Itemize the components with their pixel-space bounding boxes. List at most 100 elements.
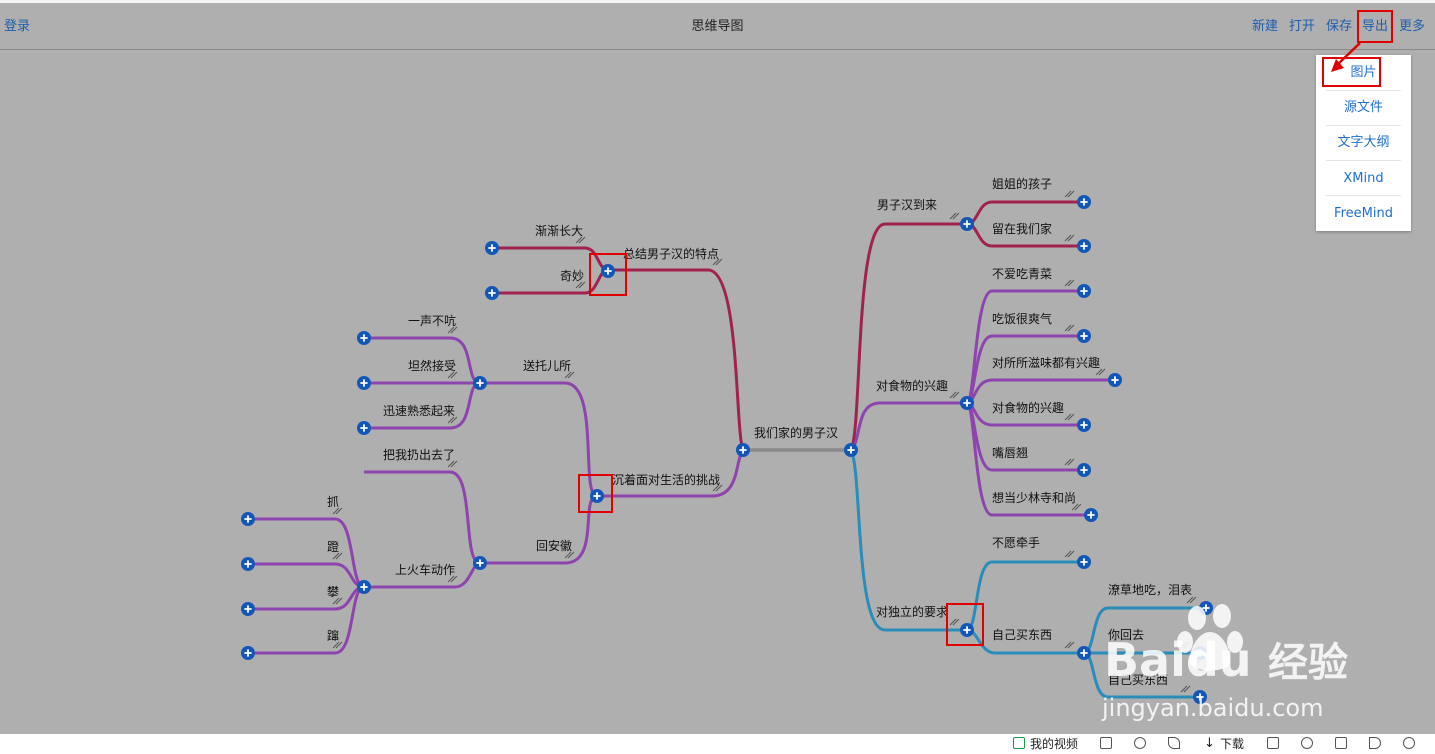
node-lips[interactable]: 嘴唇翘 bbox=[992, 446, 1028, 460]
menu-divider bbox=[1326, 125, 1401, 126]
node-thrown[interactable]: 把我扔出去了 bbox=[383, 448, 455, 462]
app-title: 思维导图 bbox=[691, 19, 744, 34]
export-dropdown: 图片 源文件 文字大纲 XMind FreeMind bbox=[1316, 55, 1411, 231]
expand-plus-icon bbox=[472, 375, 488, 391]
print-icon[interactable] bbox=[1267, 737, 1279, 749]
node-you-go[interactable]: 你回去 bbox=[1108, 628, 1144, 642]
expand-plus-icon bbox=[959, 216, 975, 232]
node-food-interest[interactable]: 对食物的兴趣 bbox=[992, 400, 1064, 415]
expand-plus-icon bbox=[472, 555, 488, 571]
export-freemind-item[interactable]: FreeMind bbox=[1334, 206, 1393, 221]
export-xmind-item[interactable]: XMind bbox=[1343, 171, 1384, 186]
expand-plus-icon bbox=[240, 556, 256, 572]
node-pedal[interactable]: 蹬 bbox=[327, 540, 339, 554]
expand-plus-icon bbox=[1083, 507, 1099, 523]
purple-links-right bbox=[849, 289, 1115, 517]
node-arrive[interactable]: 男子汉到来 bbox=[877, 198, 937, 212]
node-no-hand[interactable]: 不愿牵手 bbox=[992, 536, 1040, 550]
more-button[interactable]: 更多 bbox=[1399, 19, 1426, 34]
volume-icon[interactable] bbox=[1369, 737, 1381, 749]
node-challenge[interactable]: 沉着面对生活的挑战 bbox=[612, 472, 720, 487]
expand-plus-icon bbox=[484, 285, 500, 301]
node-train[interactable]: 上火车动作 bbox=[395, 562, 455, 577]
bottom-toolbar: 我的视频 ↓ 下载 bbox=[0, 734, 1435, 754]
node-amazing[interactable]: 奇妙 bbox=[560, 269, 584, 283]
expand-plus-icon bbox=[240, 645, 256, 661]
node-grow[interactable]: 渐渐长大 bbox=[535, 224, 583, 238]
node-indep[interactable]: 对独立的要求 bbox=[876, 604, 948, 619]
video-play-icon[interactable] bbox=[1013, 737, 1025, 749]
node-climb[interactable]: 攀 bbox=[327, 585, 339, 599]
export-highlight-box bbox=[1357, 10, 1393, 43]
node-all-taste[interactable]: 对所所滋味都有兴趣 bbox=[992, 355, 1100, 370]
node-summary[interactable]: 总结男子汉的特点 bbox=[623, 246, 719, 261]
node-sister[interactable]: 姐姐的孩子 bbox=[992, 176, 1052, 191]
new-button[interactable]: 新建 bbox=[1252, 19, 1279, 34]
highlight-box-summary bbox=[589, 253, 627, 296]
expand-plus-icon bbox=[735, 442, 751, 458]
mindmap-canvas[interactable]: 我们家的男子汉 总结男子汉的特点 渐渐长大 奇妙 沉着面对生活的挑战 送托儿所 … bbox=[0, 50, 1435, 734]
node-hearty[interactable]: 吃饭很爽气 bbox=[992, 311, 1052, 326]
watermark-url: jingyan.baidu.com bbox=[1101, 694, 1323, 722]
menu-divider bbox=[1326, 160, 1401, 161]
highlight-box-challenge bbox=[578, 474, 613, 513]
expand-plus-icon bbox=[843, 442, 859, 458]
expand-plus-icon bbox=[1076, 554, 1092, 570]
expand-plus-icon bbox=[356, 579, 372, 595]
speed-icon[interactable] bbox=[1134, 737, 1146, 749]
expand-plus-icon bbox=[1076, 194, 1092, 210]
baidu-watermark: Baidu 经验 jingyan.baidu.com bbox=[1101, 604, 1348, 722]
expand-plus-icon bbox=[484, 240, 500, 256]
expand-plus-icon bbox=[1076, 328, 1092, 344]
node-veg[interactable]: 不爱吃青菜 bbox=[992, 267, 1052, 281]
export-image-item[interactable]: 图片 bbox=[1350, 65, 1377, 80]
image-icon[interactable] bbox=[1100, 737, 1112, 749]
menu-divider bbox=[1326, 90, 1401, 91]
node-self-buy[interactable]: 自己买东西 bbox=[1108, 673, 1168, 687]
highlight-box-indep bbox=[946, 603, 984, 646]
watermark-cn: 经验 bbox=[1268, 640, 1348, 686]
expand-plus-icon bbox=[1076, 462, 1092, 478]
node-shaolin[interactable]: 想当少林寺和尚 bbox=[992, 490, 1076, 505]
expand-plus-icon bbox=[356, 375, 372, 391]
label-hatches bbox=[332, 190, 1197, 693]
node-silent[interactable]: 一声不吭 bbox=[408, 313, 456, 328]
my-video-link[interactable]: 我的视频 bbox=[1030, 737, 1079, 751]
node-daycare[interactable]: 送托儿所 bbox=[523, 358, 571, 373]
open-button[interactable]: 打开 bbox=[1289, 19, 1316, 34]
node-accept[interactable]: 坦然接受 bbox=[408, 358, 456, 373]
search-icon[interactable] bbox=[1403, 737, 1415, 749]
node-grab[interactable]: 抓 bbox=[327, 495, 339, 509]
node-back[interactable]: 回安徽 bbox=[536, 538, 572, 553]
expand-plus-icon bbox=[959, 395, 975, 411]
node-scribble[interactable]: 潦草地吃，泪表 bbox=[1108, 582, 1192, 597]
node-familiar[interactable]: 迅速熟悉起来 bbox=[383, 403, 455, 418]
rocket-icon[interactable] bbox=[1168, 737, 1180, 749]
export-outline-item[interactable]: 文字大纲 bbox=[1337, 135, 1390, 150]
expand-plus-icon bbox=[356, 330, 372, 346]
save-button[interactable]: 保存 bbox=[1326, 19, 1353, 34]
node-twist[interactable]: 蹿 bbox=[327, 629, 339, 643]
image-item-highlight-box bbox=[1322, 57, 1381, 87]
expand-plus-icon bbox=[356, 420, 372, 436]
expand-plus-icon bbox=[240, 511, 256, 527]
expand-plus-icon bbox=[1076, 283, 1092, 299]
mindmap-svg: 我们家的男子汉 总结男子汉的特点 渐渐长大 奇妙 沉着面对生活的挑战 送托儿所 … bbox=[240, 176, 1214, 705]
download-link[interactable]: 下载 bbox=[1220, 737, 1245, 751]
window-icon[interactable] bbox=[1335, 737, 1347, 749]
root-node-label[interactable]: 我们家的男子汉 bbox=[754, 425, 838, 440]
browser-icon[interactable] bbox=[1301, 737, 1313, 749]
login-link[interactable]: 登录 bbox=[4, 19, 31, 34]
top-toolbar: 登录 思维导图 新建 打开 保存 导出 更多 bbox=[0, 0, 1435, 50]
download-arrow-icon[interactable]: ↓ bbox=[1204, 736, 1215, 751]
top-border bbox=[0, 0, 1435, 3]
expand-plus-icon bbox=[240, 601, 256, 617]
menu-divider bbox=[1326, 195, 1401, 196]
node-stay[interactable]: 留在我们家 bbox=[992, 221, 1052, 236]
node-buy[interactable]: 自己买东西 bbox=[992, 628, 1052, 642]
expand-plus-icon bbox=[1107, 372, 1123, 388]
export-source-item[interactable]: 源文件 bbox=[1343, 100, 1383, 115]
purple-links-left bbox=[248, 336, 745, 655]
export-button[interactable]: 导出 bbox=[1362, 19, 1389, 34]
node-food[interactable]: 对食物的兴趣 bbox=[876, 378, 948, 393]
